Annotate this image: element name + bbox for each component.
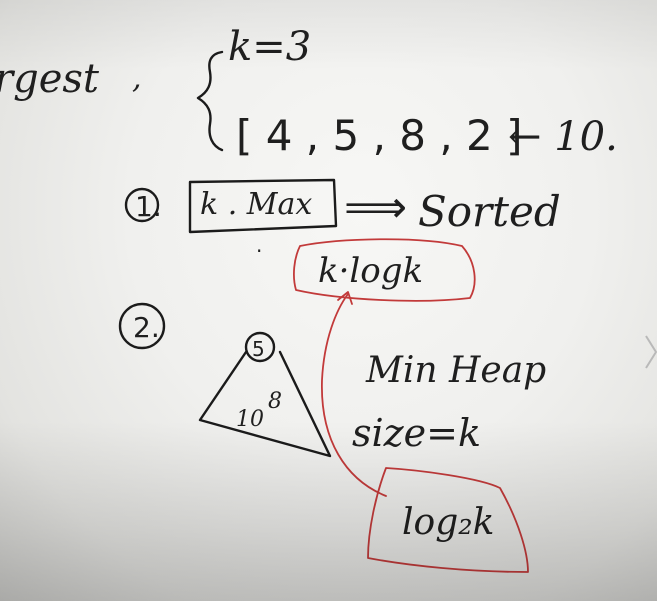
comma-mark: , [132,61,142,96]
red-arrow-head [337,291,353,305]
step1-box [188,178,338,234]
heap-triangle [198,350,332,458]
implies-arrow: ⟹ [344,182,407,233]
curly-brace [196,50,224,152]
heap-left-value: 10 [236,407,264,432]
sorted-label: Sorted [418,187,561,236]
step2-circle [118,302,166,350]
partial-word-largest: rgest [0,56,100,102]
log2k-label: log₂k [402,502,494,543]
size-k-label: size=k [352,411,481,455]
klogk-label: k·logk [318,251,423,291]
log2k-red-box [367,467,529,573]
heap-right-value: 8 [268,389,282,414]
step1-circle [124,187,160,223]
step1-marker: 1. [135,190,162,223]
step2-marker: 2. [133,311,160,344]
k-max-label: k . Max [200,187,312,222]
next-slide-chevron-icon[interactable] [645,335,657,369]
heap-root-value: 5 [252,337,265,361]
heap-root-circle [244,331,276,363]
min-heap-label: Min Heap [365,350,546,391]
k-equals-3: k=3 [228,24,311,70]
array-values: [ 4 , 5 , 8 , 2 ] [236,111,523,160]
klogk-red-box [293,238,476,302]
small-dot: · [256,239,262,263]
red-connector-arrow [321,293,387,497]
insert-arrow-10: ← 10. [508,114,618,160]
